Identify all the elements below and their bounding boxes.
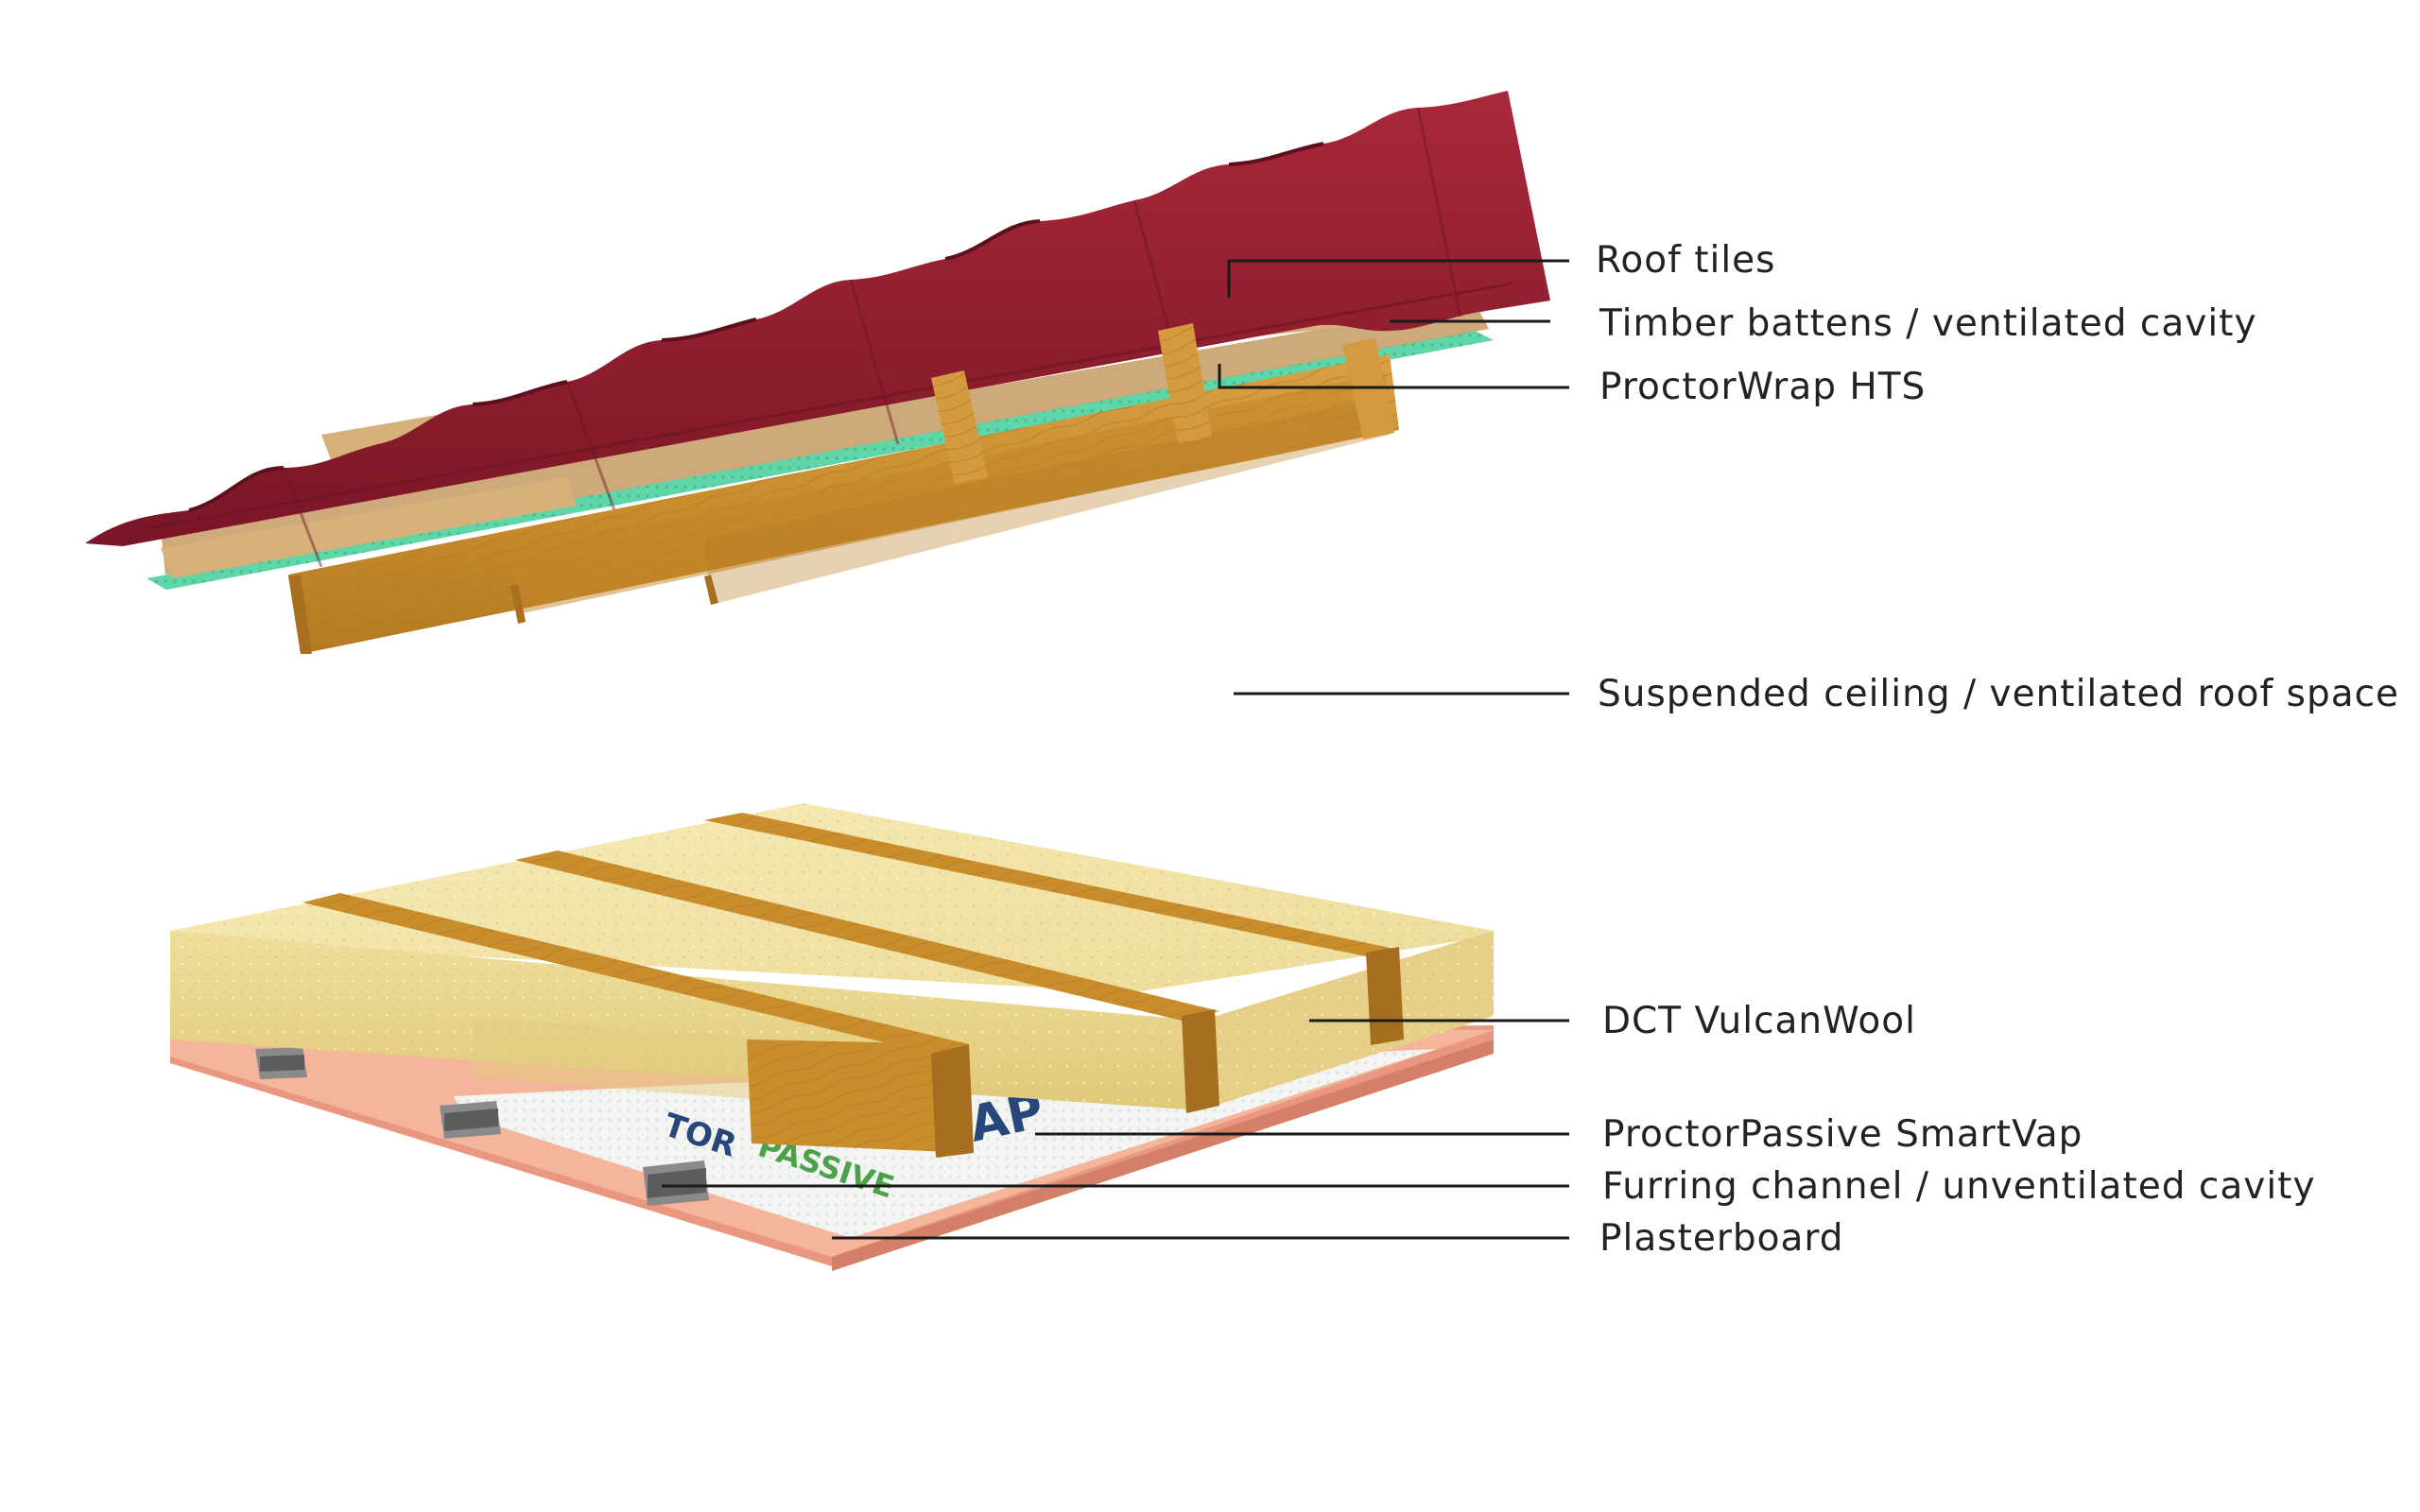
ceiling-joists <box>302 813 1404 1158</box>
roof-assembly <box>85 91 1550 654</box>
leader-lines <box>662 259 1569 1240</box>
label-suspended-ceiling: Suspended ceiling / ventilated roof spac… <box>1598 673 2399 715</box>
timber-rafters <box>288 323 1399 654</box>
callout-labels: Roof tiles Timber battens / ventilated c… <box>1596 239 2399 1260</box>
leader-roof-tiles <box>1227 259 1569 298</box>
roof-tiles <box>85 91 1550 568</box>
label-plasterboard: Plasterboard <box>1599 1217 1844 1260</box>
label-proctorwrap: ProctorWrap HTS <box>1599 366 1926 408</box>
label-vulcanwool: DCT VulcanWool <box>1602 1000 1916 1042</box>
label-timber-battens: Timber battens / ventilated cavity <box>1599 302 2257 345</box>
ceiling-assembly: TOR PASSIVE AP <box>170 803 1494 1271</box>
leader-proctorwrap <box>1218 364 1569 389</box>
label-smartvap: ProctorPassive SmartVap <box>1602 1113 2083 1156</box>
furring-channels <box>255 1047 709 1206</box>
label-roof-tiles: Roof tiles <box>1596 239 1775 282</box>
proctorwrap-membrane <box>147 331 1494 590</box>
label-furring: Furring channel / unventilated cavity <box>1602 1165 2316 1208</box>
